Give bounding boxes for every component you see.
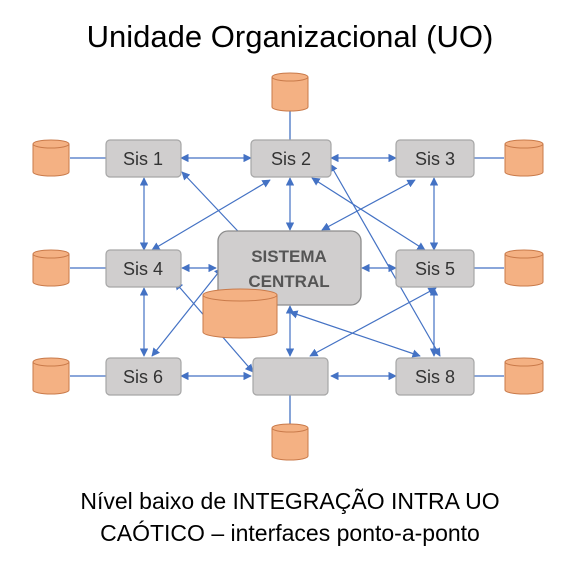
central-system-box [217,230,362,306]
database-icon-sis6 [32,357,70,395]
database-icon-sis7 [271,423,309,461]
central-system: SISTEMA CENTRAL [217,230,362,306]
node-sis1-label: Sis 1 [123,149,163,169]
node-sis4-label: Sis 4 [123,259,163,279]
node-sis8-box [395,357,475,396]
node-sis7 [252,357,329,396]
link-central-sis8 [289,310,421,358]
node-sis7-box [252,357,329,396]
node-sis8: Sis 8 [395,357,475,396]
database-icon-sis2 [271,72,309,112]
node-sis4-box [105,249,182,288]
interfaces [139,153,441,381]
node-sis6-label: Sis 6 [123,367,163,387]
page-title: Unidade Organizacional (UO) [87,19,494,54]
databases [32,72,544,461]
node-sis6: Sis 6 [105,357,182,396]
node-sis5-box [395,249,475,288]
node-sis5-label: Sis 5 [415,259,455,279]
central-system-label-line2: CENTRAL [248,272,329,291]
system-nodes: Sis 1 Sis 2 Sis 3 Sis 4 Sis 5 Sis 6 Si [105,139,475,396]
node-sis2-box [250,139,332,178]
node-sis2: Sis 2 [250,139,332,178]
node-sis2-label: Sis 2 [271,149,311,169]
database-icon-sis5 [504,249,544,287]
node-sis3-box [395,139,475,178]
node-sis3: Sis 3 [395,139,475,178]
caption-line2: CAÓTICO – interfaces ponto-a-ponto [100,520,480,546]
node-sis1-box [105,139,182,178]
database-icon-sis3 [504,139,544,177]
database-links [70,110,504,425]
central-system-label-line1: SISTEMA [251,247,327,266]
node-sis6-box [105,357,182,396]
caption-line1: Nível baixo de INTEGRAÇÃO INTRA UO [80,488,499,514]
link-central-sis3 [321,179,416,231]
node-sis3-label: Sis 3 [415,149,455,169]
database-icon-central [202,288,278,339]
database-icon-sis8 [504,357,544,395]
node-sis4: Sis 4 [105,249,182,288]
link-sis4-sis2 [151,179,271,251]
database-icon-sis1 [32,139,70,177]
node-sis8-label: Sis 8 [415,367,455,387]
database-icon-sis4 [32,249,70,287]
node-sis1: Sis 1 [105,139,182,178]
node-sis5: Sis 5 [395,249,475,288]
